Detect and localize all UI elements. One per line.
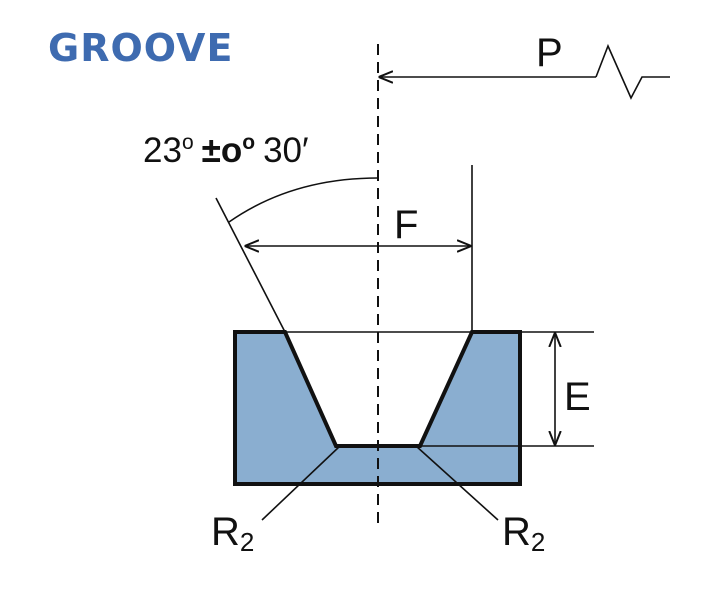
label-f: F (394, 203, 418, 247)
label-e: E (564, 375, 591, 419)
flank-extension-line (215, 197, 286, 333)
label-r2-right: R2 (502, 510, 545, 557)
r2-right-leader (415, 445, 499, 521)
label-p: P (536, 31, 563, 75)
diagram-title: GROOVE (48, 26, 234, 70)
label-r2-left: R2 (211, 510, 254, 557)
break-symbol (595, 43, 670, 100)
r2-left-leader (261, 445, 341, 521)
angle-arc (228, 177, 379, 223)
